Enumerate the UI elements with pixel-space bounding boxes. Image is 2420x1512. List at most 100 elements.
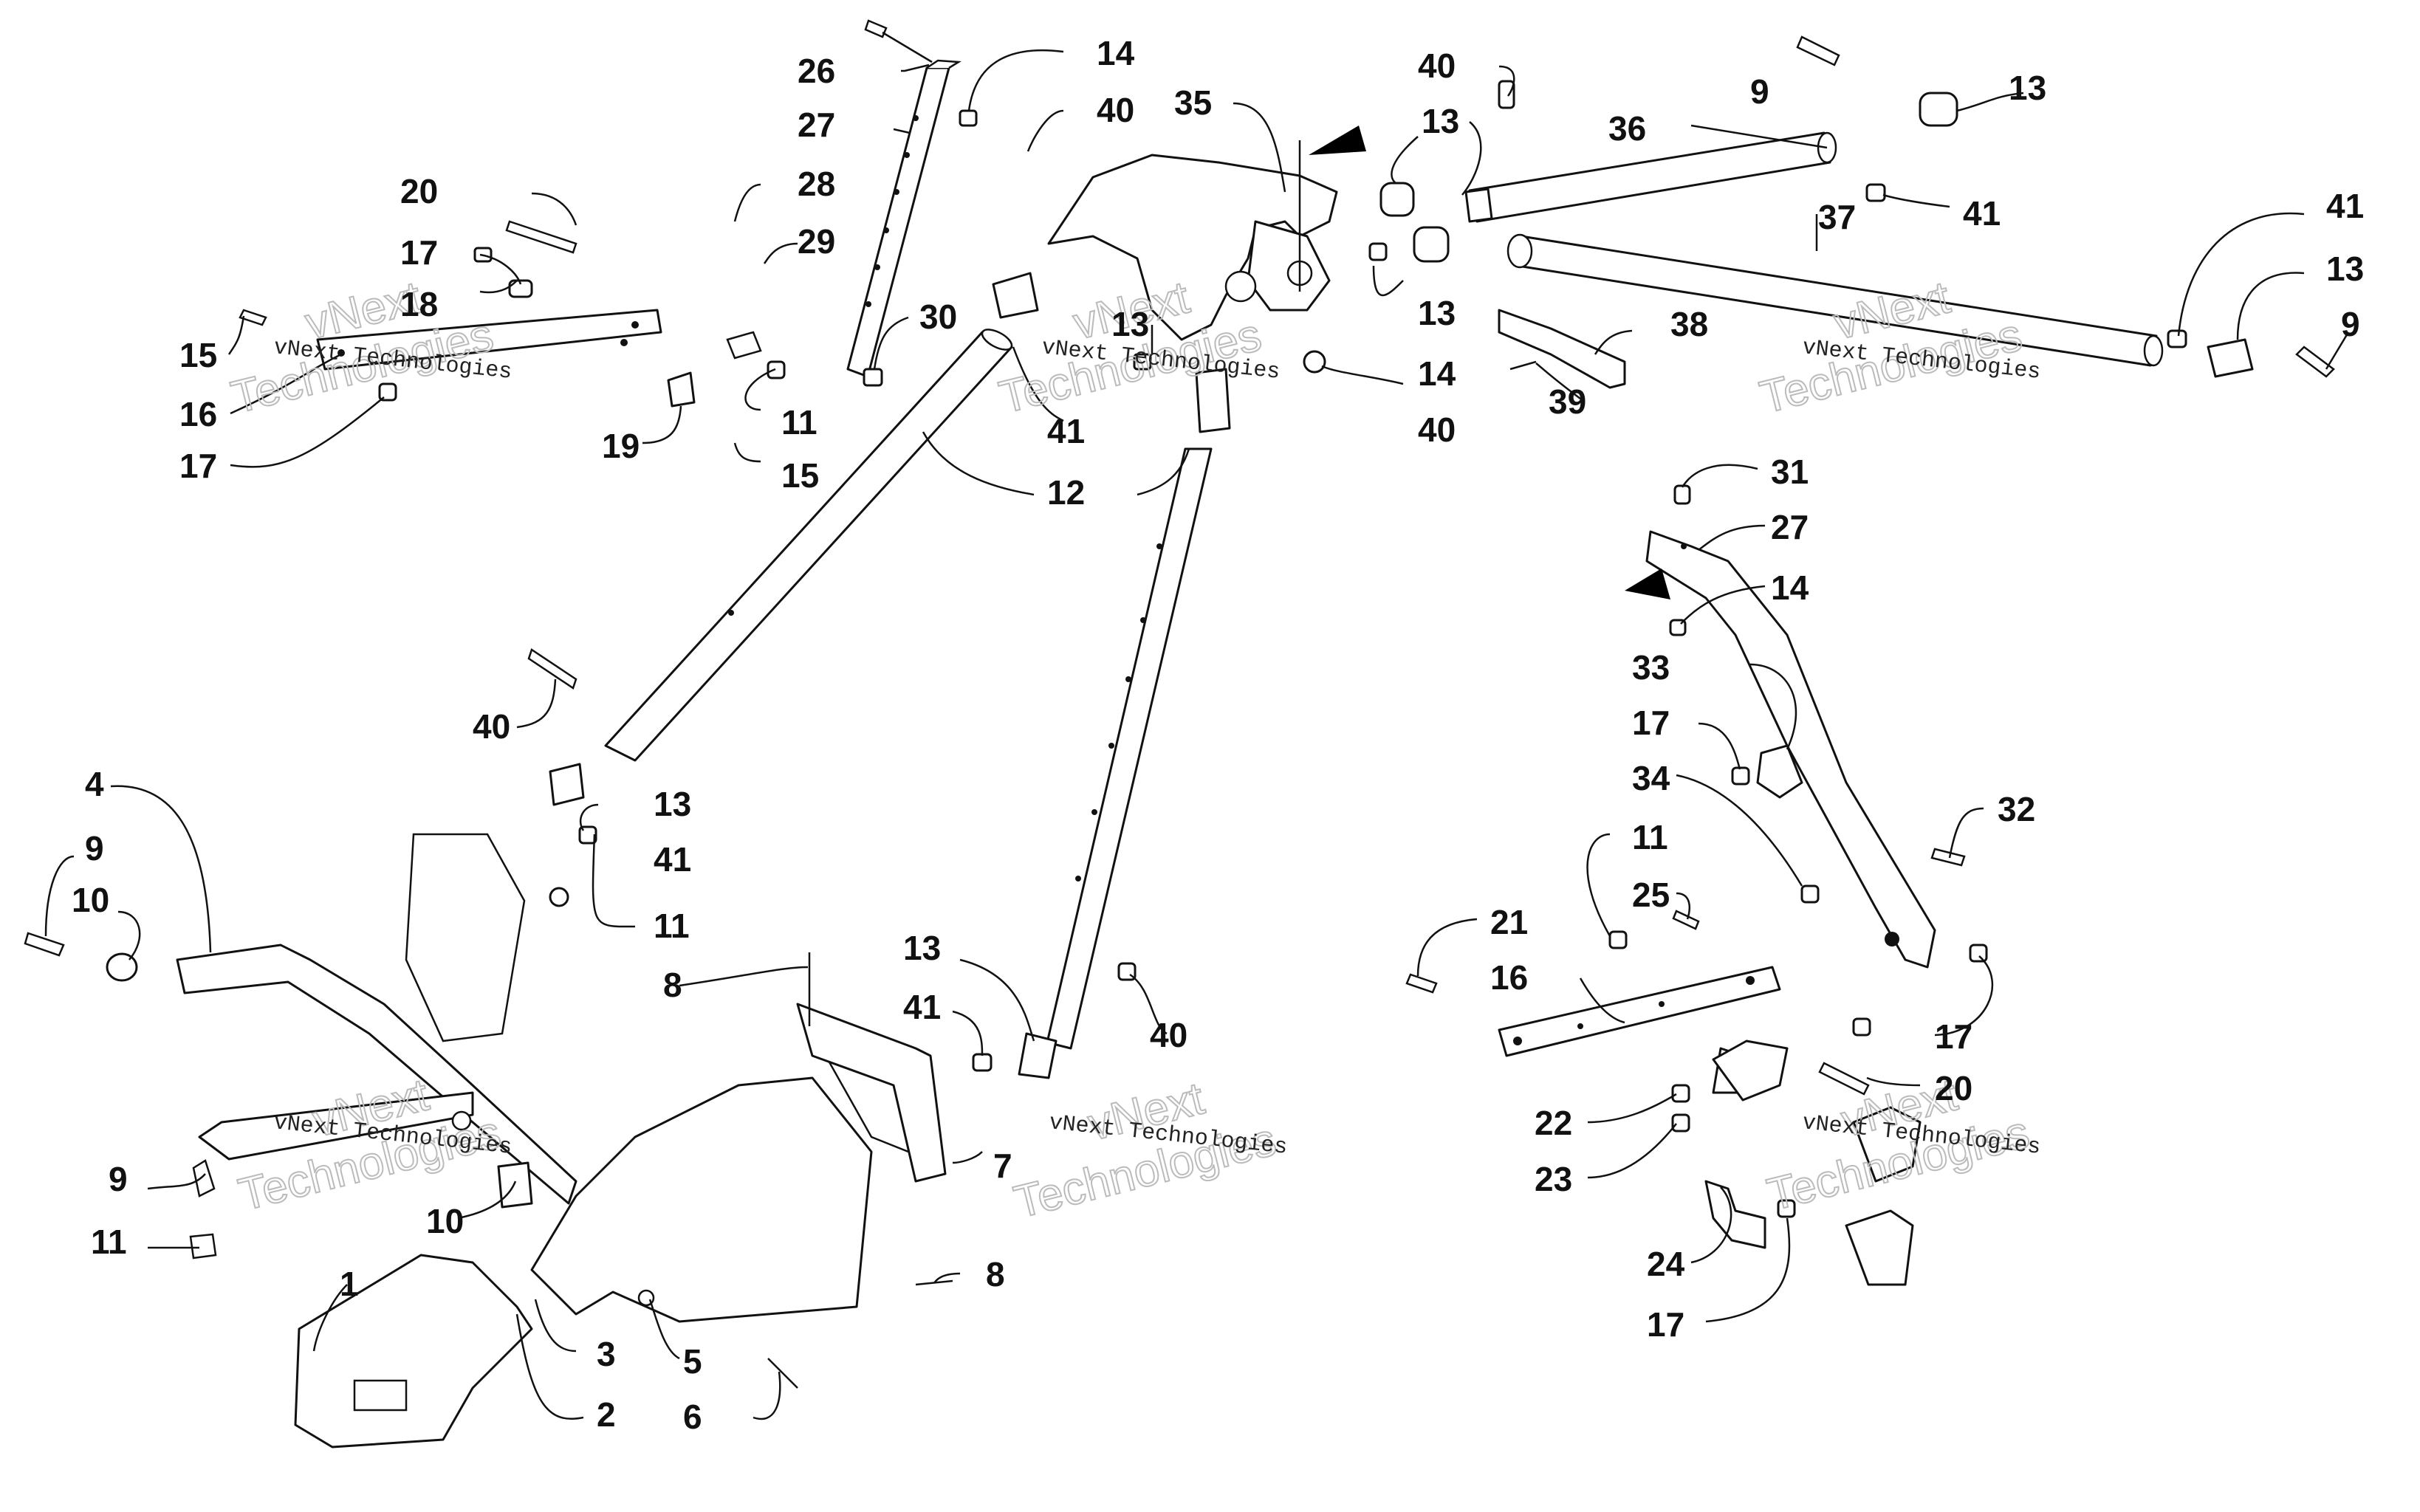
callout-41-top: 41 bbox=[1963, 194, 2001, 233]
sensor-modules bbox=[1712, 1040, 1922, 1286]
clamp-13-mid bbox=[992, 272, 1231, 433]
callout-9-top: 9 bbox=[1750, 72, 1769, 111]
callout-17-right-a: 17 bbox=[1632, 704, 1670, 742]
callout-40-top: 40 bbox=[1097, 91, 1134, 129]
right-fasteners bbox=[1405, 484, 1988, 1096]
part-5-shroud bbox=[530, 1003, 947, 1323]
callout-28: 28 bbox=[798, 165, 835, 203]
callout-17-left-b: 17 bbox=[179, 447, 217, 485]
leader-lines bbox=[44, 49, 2350, 1420]
bolt-40-mid bbox=[1303, 350, 1326, 374]
callout-13-mid: 13 bbox=[1111, 305, 1149, 343]
callout-27-top: 27 bbox=[798, 106, 835, 144]
callout-40-left: 40 bbox=[473, 707, 510, 746]
callout-7: 7 bbox=[993, 1147, 1012, 1185]
callout-36: 36 bbox=[1608, 109, 1646, 148]
callout-5: 5 bbox=[683, 1342, 702, 1381]
callout-26: 26 bbox=[798, 52, 835, 90]
callout-32: 32 bbox=[1998, 790, 2035, 828]
watermarks: Technologies Technologies Technologies T… bbox=[226, 271, 2042, 1228]
callout-6: 6 bbox=[683, 1398, 702, 1436]
callout-34: 34 bbox=[1632, 759, 1670, 797]
part-38-clip bbox=[1498, 309, 1626, 389]
callout-11-bottom-left: 11 bbox=[91, 1223, 127, 1261]
callout-40-mid: 40 bbox=[1418, 410, 1456, 449]
callout-11-left: 11 bbox=[781, 403, 817, 441]
callout-39: 39 bbox=[1549, 382, 1586, 421]
callout-13-top-right: 13 bbox=[2009, 69, 2046, 107]
nut-30 bbox=[863, 368, 883, 387]
callout-11-lower-left: 11 bbox=[654, 907, 690, 945]
part-16-left-arm bbox=[239, 220, 786, 408]
callout-12: 12 bbox=[1047, 473, 1085, 512]
nut-41-mid bbox=[1133, 353, 1152, 371]
callout-9-lower-left: 9 bbox=[109, 1160, 128, 1198]
callout-2: 2 bbox=[597, 1395, 616, 1434]
callout-14-top: 14 bbox=[1097, 34, 1135, 72]
callout-16-right: 16 bbox=[1490, 958, 1528, 997]
callout-15-lower: 15 bbox=[781, 456, 819, 495]
callout-13-plug: 13 bbox=[1418, 294, 1456, 332]
callout-13-upper: 13 bbox=[1422, 102, 1459, 140]
callout-24: 24 bbox=[1647, 1245, 1685, 1283]
part-27-right-bar bbox=[1645, 530, 1936, 969]
callout-33: 33 bbox=[1632, 648, 1670, 687]
callout-20-right: 20 bbox=[1935, 1069, 1972, 1107]
callout-35: 35 bbox=[1174, 83, 1212, 122]
callout-31: 31 bbox=[1771, 453, 1809, 491]
callout-1: 1 bbox=[340, 1265, 359, 1303]
small-fasteners-top bbox=[1368, 35, 2335, 378]
part-37-tube bbox=[1506, 233, 2164, 367]
bolt-26 bbox=[864, 19, 933, 63]
callout-11-right: 11 bbox=[1632, 818, 1668, 856]
plug-13-row bbox=[1379, 92, 2254, 378]
part-36-tube bbox=[1464, 131, 1837, 223]
callout-15-left: 15 bbox=[179, 336, 217, 374]
callout-17-right-b: 17 bbox=[1935, 1017, 1972, 1056]
part-2-skid bbox=[294, 1254, 533, 1449]
callout-9-left: 9 bbox=[85, 829, 104, 867]
callout-3: 3 bbox=[597, 1335, 616, 1373]
direction-arrow-icon bbox=[1625, 568, 1670, 599]
callout-10-lower: 10 bbox=[426, 1202, 464, 1240]
callout-13-left: 13 bbox=[654, 785, 691, 823]
callout-4: 4 bbox=[85, 765, 104, 803]
callout-18: 18 bbox=[400, 285, 438, 323]
callout-14-right: 14 bbox=[1771, 568, 1809, 607]
callout-41-mid: 41 bbox=[1047, 412, 1085, 450]
callout-16-left: 16 bbox=[179, 395, 217, 433]
clamp-13-lower bbox=[1018, 1032, 1058, 1079]
part-35-center-bracket bbox=[1047, 126, 1366, 341]
callout-17-right-c: 17 bbox=[1647, 1305, 1684, 1344]
part-16-right-arm bbox=[1498, 966, 1781, 1057]
callout-23: 23 bbox=[1535, 1160, 1572, 1198]
callout-20-left: 20 bbox=[400, 172, 438, 210]
part-12-pipe-left bbox=[604, 329, 1013, 762]
callout-13-lower: 13 bbox=[903, 929, 941, 967]
part-27-upper-bar bbox=[846, 59, 962, 378]
callout-41-lower: 41 bbox=[903, 988, 941, 1026]
nut-14-top bbox=[959, 109, 978, 127]
callout-25: 25 bbox=[1632, 876, 1670, 914]
callout-9-right: 9 bbox=[2341, 305, 2360, 343]
callout-21: 21 bbox=[1490, 903, 1528, 941]
callout-40-upper: 40 bbox=[1418, 47, 1456, 85]
callout-19: 19 bbox=[602, 427, 640, 465]
callout-29: 29 bbox=[798, 222, 835, 261]
part-12-pipe-right bbox=[1046, 447, 1213, 1050]
callout-41-right: 41 bbox=[2326, 187, 2364, 225]
callout-27-right: 27 bbox=[1771, 508, 1809, 546]
nut-41-lower bbox=[972, 1053, 993, 1072]
part-33-clip bbox=[1756, 744, 1803, 799]
callout-41-left: 41 bbox=[654, 840, 691, 879]
callout-37: 37 bbox=[1818, 198, 1856, 236]
callout-labels: 26 14 27 40 35 40 13 9 13 36 41 37 41 13… bbox=[72, 34, 2364, 1436]
callout-14-mid: 14 bbox=[1418, 354, 1456, 393]
callout-30: 30 bbox=[919, 298, 957, 336]
callout-17-left-a: 17 bbox=[400, 233, 438, 272]
callout-8-top: 8 bbox=[663, 966, 682, 1004]
callout-10-left: 10 bbox=[72, 881, 109, 919]
callout-13-right: 13 bbox=[2326, 250, 2364, 288]
callout-40-lower: 40 bbox=[1150, 1016, 1187, 1054]
